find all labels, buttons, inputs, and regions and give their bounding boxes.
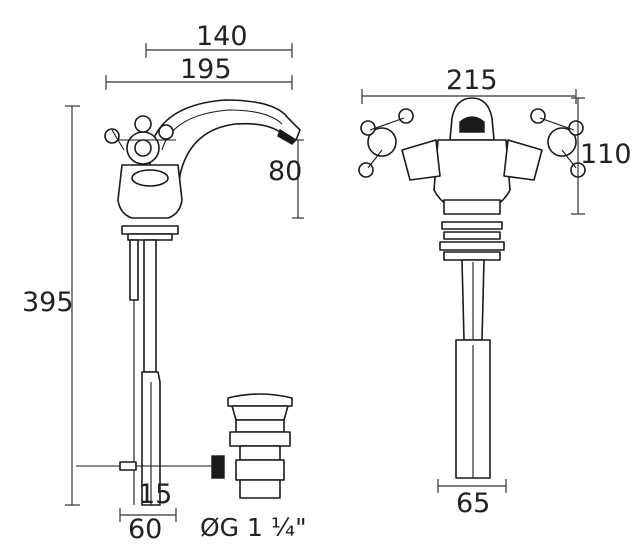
front-base <box>443 199 501 215</box>
dim-shank-width-label: 65 <box>456 488 490 519</box>
dim-spout-reach-label: 140 <box>196 21 248 52</box>
dim-body-height-label: 110 <box>580 139 632 170</box>
fixing-nut <box>127 233 173 241</box>
front-tap-body <box>358 97 586 215</box>
handle-knob-left <box>104 128 120 144</box>
handle-knob-top <box>134 115 152 133</box>
flexible-tail <box>143 239 157 373</box>
dim-pull-rod-label: 15 <box>138 479 172 510</box>
waste-lever-nut <box>211 455 225 479</box>
front-lock-nut <box>443 251 501 261</box>
pop-up-lever <box>111 129 125 151</box>
right-valve-housing <box>503 139 543 181</box>
waste-plug <box>227 393 293 407</box>
front-fixing-nut <box>443 231 501 240</box>
front-washer <box>439 241 505 251</box>
handle-knob-right <box>158 124 174 140</box>
front-fixing-plate <box>441 221 503 230</box>
side-dimensions: 140 195 80 395 15 60 ØG 1 ¼" <box>22 21 307 545</box>
waste-tail <box>239 479 281 499</box>
dim-overall-height-label: 395 <box>22 287 74 318</box>
waste-body-upper <box>239 445 281 461</box>
waste-nut <box>229 431 291 447</box>
right-handle-knob-up <box>530 108 546 124</box>
dim-waste-thread-label: ØG 1 ¼" <box>200 513 307 542</box>
left-handle-knob-up <box>398 108 414 124</box>
left-valve-housing <box>401 139 441 181</box>
side-tap-body <box>104 99 301 219</box>
left-handle-knob-top <box>360 120 376 136</box>
front-dimensions: 215 110 65 <box>361 65 632 519</box>
front-view: 215 110 65 <box>358 65 632 519</box>
dim-overall-width-label: 215 <box>446 65 498 96</box>
right-handle-knob-top <box>568 120 584 136</box>
waste-body <box>235 459 285 481</box>
rod-clip <box>119 461 137 471</box>
side-shank <box>121 225 179 506</box>
fixing-plate <box>121 225 179 235</box>
side-waste <box>76 393 293 499</box>
spout-aerator <box>277 128 298 145</box>
dim-overall-depth-label: 195 <box>180 54 232 85</box>
pull-rod-upper <box>129 239 139 301</box>
handle-index-button <box>134 139 152 157</box>
front-shank <box>439 221 505 479</box>
left-handle-hub <box>367 127 397 157</box>
waste-flange <box>231 405 289 421</box>
dim-waste-offset-label: 60 <box>128 514 162 545</box>
side-view: 140 195 80 395 15 60 ØG 1 ¼" <box>22 21 307 545</box>
dim-spout-height-label: 80 <box>268 156 302 187</box>
right-handle-hub <box>547 127 577 157</box>
waste-ring <box>235 419 285 433</box>
front-aerator <box>459 116 485 133</box>
tap-collar <box>131 169 169 187</box>
